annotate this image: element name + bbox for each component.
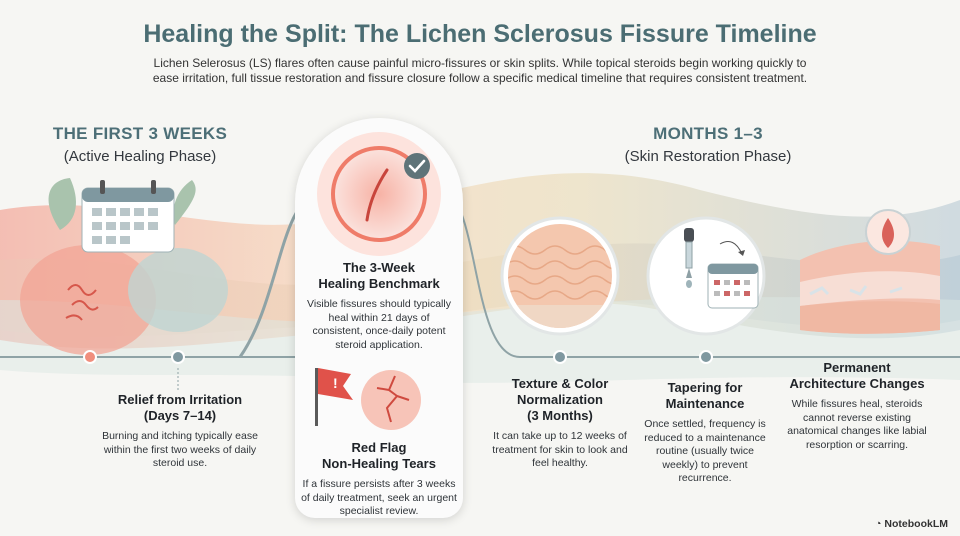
milestone-body: Visible fissures should typically heal w… — [307, 298, 451, 351]
milestone-title: Relief from Irritation (Days 7–14) — [117, 392, 243, 423]
benchmark-card: ! — [295, 118, 463, 518]
svg-text:!: ! — [333, 375, 338, 391]
phase-first-weeks: THE FIRST 3 WEEKS (Active Healing Phase) — [20, 124, 260, 165]
phase-subtitle: (Active Healing Phase) — [63, 148, 217, 165]
phase-title: MONTHS 1–3 — [653, 124, 763, 143]
milestone-body: It can take up to 12 weeks of treatment … — [492, 430, 628, 469]
milestone-tapering: Tapering for Maintenance Once settled, f… — [640, 380, 770, 486]
milestone-body: Once settled, frequency is reduced to a … — [644, 418, 766, 484]
milestone-texture: Texture & Color Normalization (3 Months)… — [490, 376, 630, 471]
phase-subtitle: (Skin Restoration Phase) — [624, 148, 792, 165]
page-subtitle: Lichen Selerosus (LS) flares often cause… — [152, 56, 808, 85]
milestone-body: If a fissure persists after 3 weeks of d… — [301, 478, 457, 517]
brand-label: ◔ NotebookLM — [875, 518, 948, 530]
milestone-title: Red Flag Non-Healing Tears — [322, 440, 436, 471]
phase-title: THE FIRST 3 WEEKS — [52, 124, 228, 143]
milestone-title: Permanent Architecture Changes — [789, 360, 925, 391]
milestone-red-flag: Red Flag Non-Healing Tears If a fissure … — [300, 440, 458, 519]
milestone-benchmark: The 3-Week Healing Benchmark Visible fis… — [305, 260, 453, 352]
milestone-body: While fissures heal, steroids cannot rev… — [787, 398, 927, 451]
milestone-title: The 3-Week Healing Benchmark — [318, 260, 440, 291]
brand-icon: ◔ — [875, 518, 885, 530]
benchmark-illustration: ! — [315, 132, 441, 430]
phase-months: MONTHS 1–3 (Skin Restoration Phase) — [588, 124, 828, 165]
milestone-relief: Relief from Irritation (Days 7–14) Burni… — [100, 392, 260, 471]
milestone-title: Tapering for Maintenance — [665, 380, 745, 411]
milestone-title: Texture & Color Normalization (3 Months) — [511, 376, 609, 423]
milestone-permanent: Permanent Architecture Changes While fis… — [778, 360, 936, 452]
milestone-body: Burning and itching typically ease withi… — [102, 430, 258, 469]
page-title: Healing the Split: The Lichen Sclerosus … — [143, 20, 817, 48]
brand-name: NotebookLM — [884, 518, 948, 530]
